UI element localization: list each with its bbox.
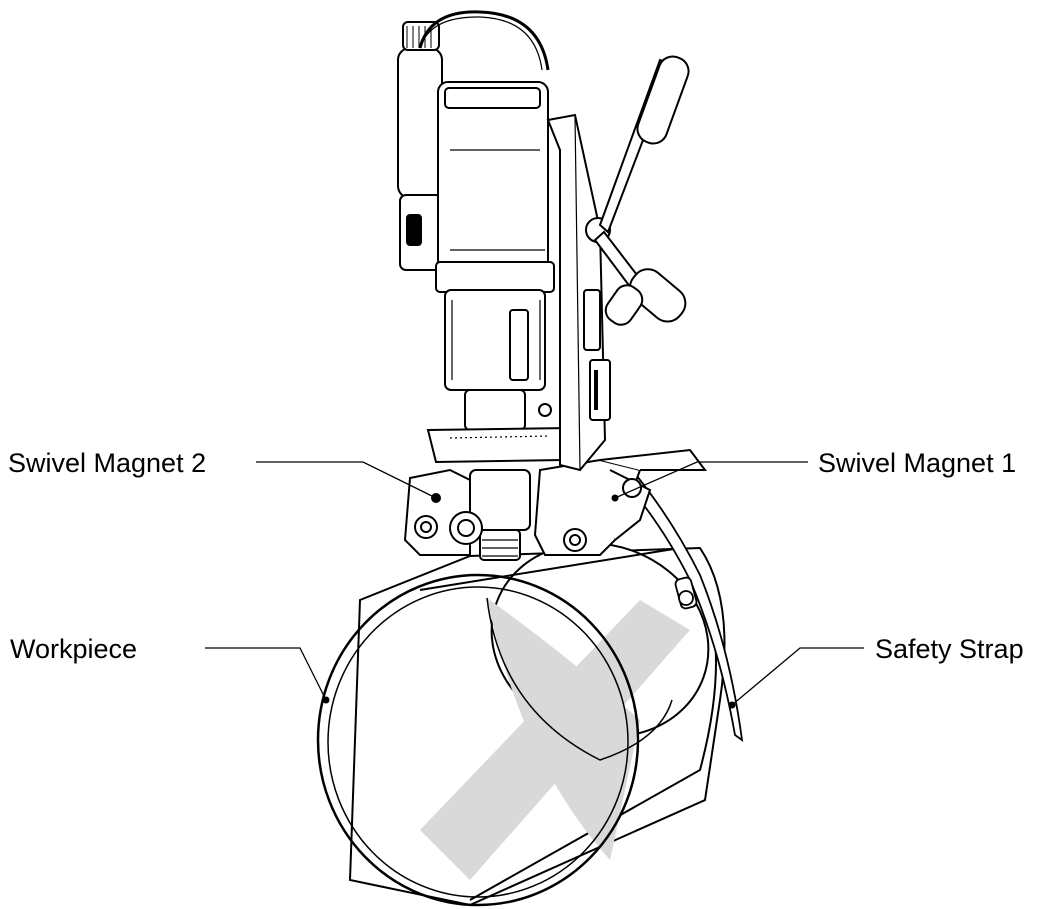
magnet-base [403,448,707,561]
label-safety-strap: Safety Strap [875,634,1024,664]
drill-machine [397,10,690,472]
leader-workpiece [205,647,327,701]
label-swivel-magnet-1: Swivel Magnet 1 [818,448,1016,478]
workpiece-pipe [316,542,726,907]
safety-strap [613,463,744,742]
callout-leaders [205,461,864,709]
leader-swivel-magnet-1 [614,461,808,499]
leader-swivel-magnet-2 [256,461,437,499]
leader-safety-strap [731,647,864,706]
label-swivel-magnet-2: Swivel Magnet 2 [8,448,206,478]
label-workpiece: Workpiece [10,634,137,664]
